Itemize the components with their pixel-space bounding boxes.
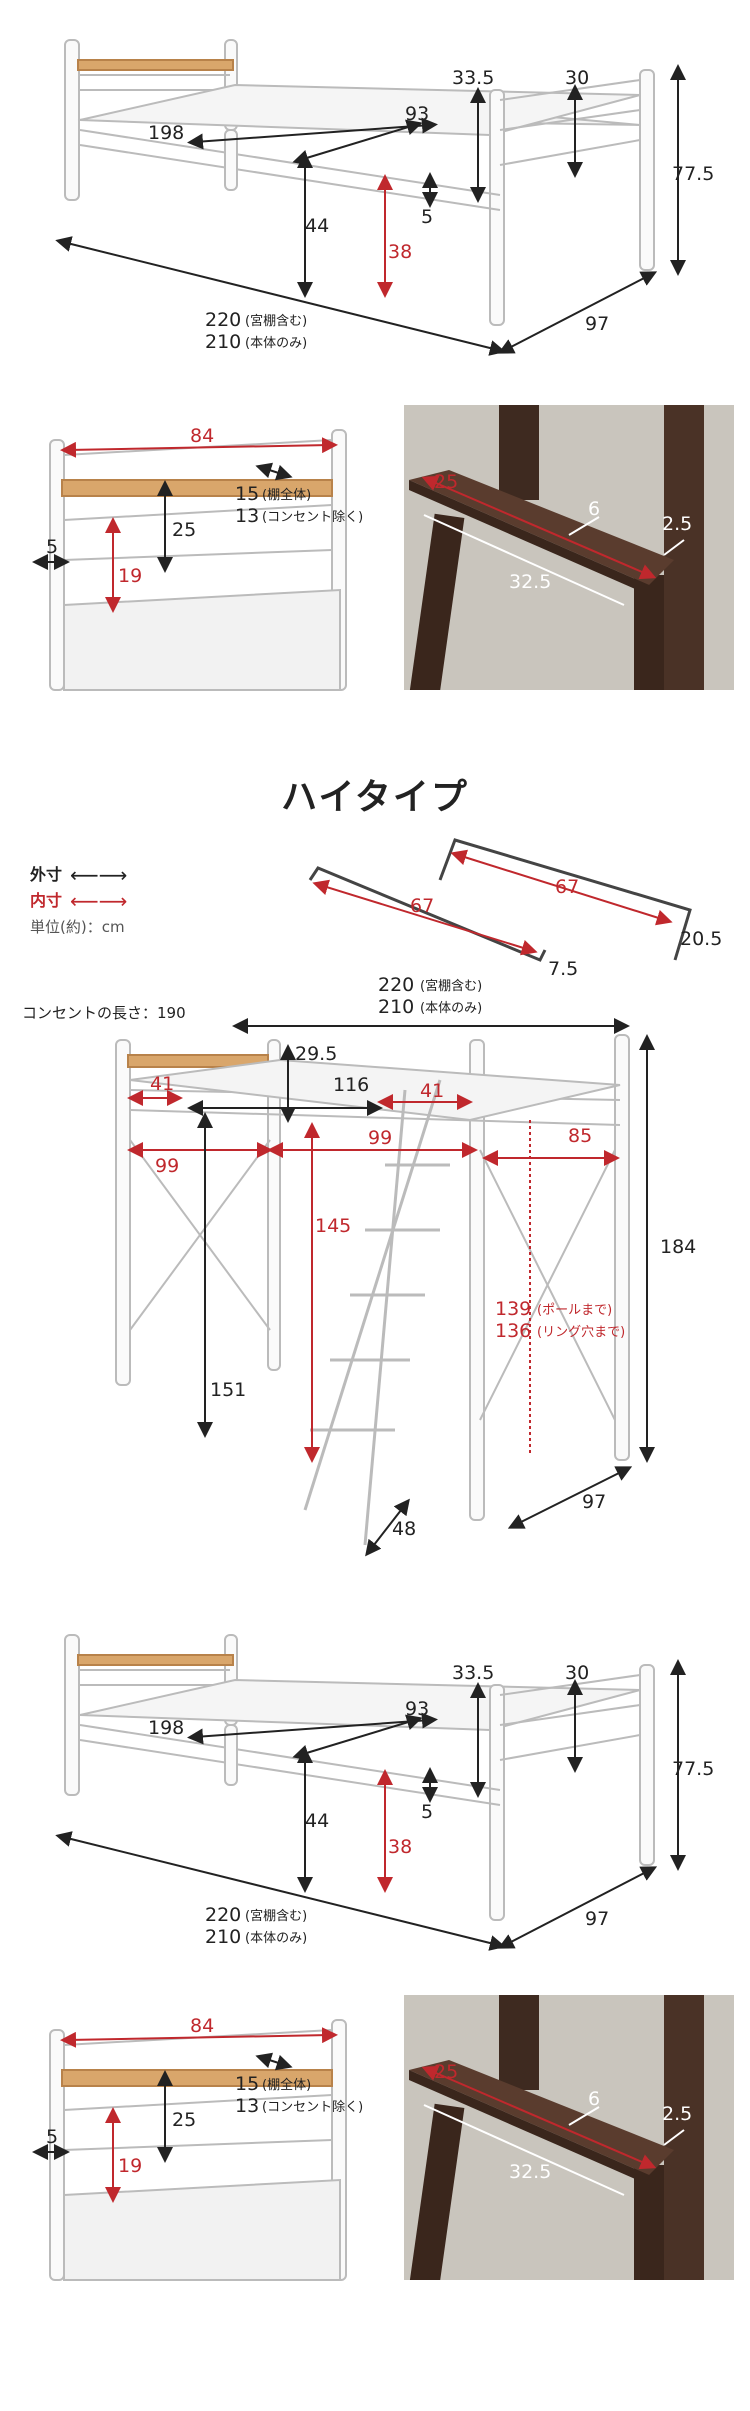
ladder-dim-32-5: 32.5 xyxy=(509,571,551,593)
dim-30: 30 xyxy=(565,67,589,89)
dim-38: 38 xyxy=(388,241,412,263)
dim-97: 97 xyxy=(585,313,609,335)
dim-5: 5 xyxy=(421,206,433,228)
dim-33-5: 33.5 xyxy=(452,67,494,89)
ladder2-dim-2-5: 2.5 xyxy=(662,2103,692,2125)
legend-outer-label: 外寸 xyxy=(30,865,63,884)
legend-inner-label: 内寸 xyxy=(30,891,63,910)
ladder-step-photo-2: 25 6 2.5 32.5 xyxy=(404,1995,734,2280)
dim-210: 210 xyxy=(205,331,241,353)
ladder-dim-25: 25 xyxy=(434,471,458,493)
dim-77-5: 77.5 xyxy=(672,163,714,185)
dim-210-note: (本体のみ) xyxy=(245,336,307,351)
dim-220-note: (宮棚含む) xyxy=(245,313,307,329)
ladder2-dim-25: 25 xyxy=(434,2061,458,2083)
high-type-title: ハイタイプ xyxy=(281,777,469,818)
dim-44: 44 xyxy=(305,215,329,237)
dimension-legend: 外寸⟵⟶ 内寸⟵⟶ 単位(約)：cm xyxy=(30,862,127,940)
dim-198: 198 xyxy=(148,122,184,144)
ladder-step-photo-1: 25 6 2.5 32.5 xyxy=(404,405,734,690)
ladder-dim-2-5: 2.5 xyxy=(662,513,692,535)
dim-93: 93 xyxy=(405,103,429,125)
legend-unit: 単位(約)：cm xyxy=(30,918,125,936)
dim-220: 220 xyxy=(205,309,241,331)
ladder2-dim-32-5: 32.5 xyxy=(509,2161,551,2183)
ladder2-dim-6: 6 xyxy=(588,2088,600,2110)
ladder-dim-6: 6 xyxy=(588,498,600,520)
